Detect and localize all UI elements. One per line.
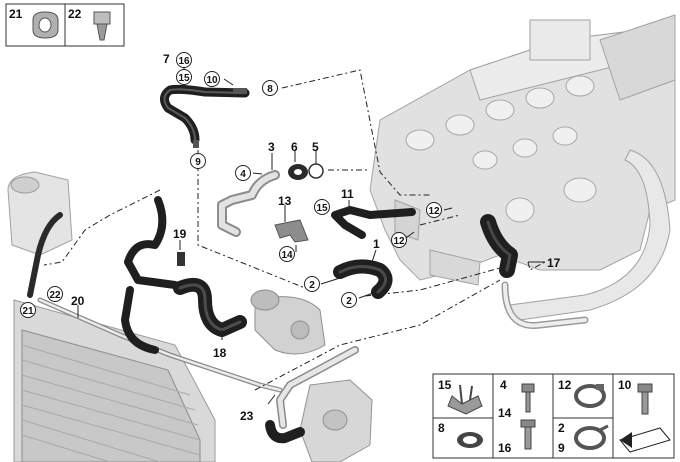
plain-labels: 7 3 6 5 11 13 1 19 17 20 18 23: [71, 52, 561, 423]
sensor-19: [177, 252, 185, 266]
bolt-4-icon: [520, 383, 536, 450]
part-16-label: 16: [498, 441, 512, 455]
part-12-label: 12: [558, 378, 572, 392]
svg-text:8: 8: [267, 84, 273, 95]
circle-4: [235, 165, 251, 181]
svg-text:2: 2: [309, 280, 315, 291]
label-3: 3: [268, 140, 275, 154]
circle-2-a: [304, 276, 320, 292]
svg-text:14: 14: [281, 250, 293, 261]
label-6: 6: [291, 140, 298, 154]
hose-clamp-6: [288, 164, 308, 180]
arrow-icon: [619, 427, 671, 453]
bracket-13: [274, 219, 309, 243]
bolt-10: [233, 88, 247, 94]
clip-21-icon: [32, 11, 59, 39]
hose-clamp-12-icon: [574, 384, 606, 408]
label-13: 13: [278, 194, 292, 208]
label-17: 17: [547, 256, 561, 270]
hose-7: [160, 84, 250, 145]
svg-text:9: 9: [195, 157, 201, 168]
circle-9: [190, 153, 206, 169]
circle-12-a: [426, 202, 442, 218]
seal-ring-8-icon: [457, 432, 483, 448]
svg-text:16: 16: [178, 56, 190, 67]
engine-block: [369, 14, 676, 321]
svg-text:22: 22: [49, 290, 61, 301]
circle-21: [20, 302, 36, 318]
label-23: 23: [240, 409, 254, 423]
label-11: 11: [341, 187, 354, 201]
spring-clamp-2-icon: [574, 424, 609, 450]
solid-leaders: [77, 63, 545, 405]
inset-top-left: 21 22: [5, 3, 125, 47]
bracket-15-icon: [447, 384, 483, 415]
svg-text:10: 10: [206, 75, 218, 86]
hose-11: [331, 206, 416, 239]
hose-lower: [265, 420, 305, 444]
svg-text:2: 2: [346, 296, 352, 307]
hose-left-long: [121, 196, 179, 354]
inset-bottom-right: 15 4 14 12 10 8 16 2 9: [432, 373, 675, 459]
circle-12-b: [391, 232, 407, 248]
circle-16: [176, 52, 192, 68]
part-4-label: 4: [500, 378, 507, 392]
part-9-label: 9: [558, 441, 565, 455]
svg-text:21: 21: [22, 306, 34, 317]
label-18: 18: [213, 346, 227, 360]
part-14-label: 14: [498, 406, 512, 420]
inset-label-22: 22: [68, 7, 82, 21]
circle-15-top: [176, 69, 192, 85]
circle-labels: [20, 52, 442, 318]
circle-22: [47, 286, 63, 302]
part-15-label: 15: [438, 378, 452, 392]
svg-text:12: 12: [428, 206, 440, 217]
part-2-label: 2: [558, 421, 565, 435]
bolt-9: [193, 140, 199, 148]
bolt-10-icon: [637, 383, 653, 415]
circle-8: [262, 80, 278, 96]
push-clip-22-icon: [93, 11, 111, 41]
inset-label-21: 21: [9, 7, 23, 21]
thermostat-housing: [250, 289, 326, 355]
circle-label-text: 16 15 10 8 9 4 15 12 12 14 2 2 21 22: [22, 56, 440, 317]
part-10-label: 10: [618, 378, 632, 392]
svg-text:12: 12: [393, 236, 405, 247]
circle-10: [204, 71, 220, 87]
label-19: 19: [173, 227, 187, 241]
label-7: 7: [163, 52, 170, 66]
water-pump: [299, 379, 373, 462]
svg-text:15: 15: [316, 203, 328, 214]
seal-ring-5: [308, 163, 324, 179]
radiator: [7, 171, 216, 462]
circle-2-b: [341, 292, 357, 308]
tank-hose: [27, 212, 63, 298]
label-1: 1: [373, 237, 380, 251]
circle-15-mid: [314, 199, 330, 215]
svg-text:15: 15: [178, 73, 190, 84]
leader-lines: [43, 69, 546, 391]
svg-text:4: 4: [240, 169, 246, 180]
label-20: 20: [71, 294, 85, 308]
label-5: 5: [312, 140, 319, 154]
part-8-label: 8: [438, 421, 445, 435]
circle-14: [279, 246, 295, 262]
